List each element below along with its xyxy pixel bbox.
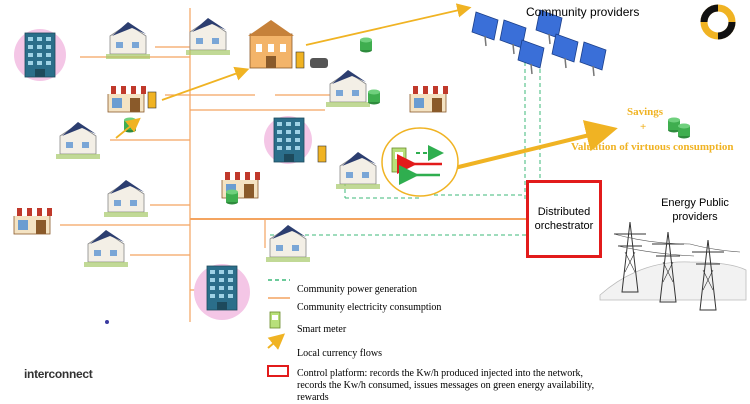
orchestrator-label: Distributed orchestrator xyxy=(534,206,594,232)
apartment-building-3 xyxy=(194,264,250,320)
savings-arrow xyxy=(437,120,618,174)
shop-1 xyxy=(105,85,147,113)
currency-coins-savings-2 xyxy=(678,123,690,139)
town-hall xyxy=(248,20,294,69)
currency-arrows xyxy=(115,3,472,139)
house-4 xyxy=(55,121,101,160)
power-pylons xyxy=(599,221,747,311)
apartment-building-1 xyxy=(14,29,66,81)
ev-charger-1 xyxy=(295,51,328,69)
energy-public-providers-label: Energy Public providers xyxy=(661,197,729,223)
legend-symbols xyxy=(267,279,290,377)
savings-label: Savings xyxy=(627,106,664,118)
bullet-dot xyxy=(105,320,109,324)
ev-charger-3 xyxy=(317,145,327,163)
distributed-orchestrator-box: Distributed orchestrator xyxy=(526,180,602,258)
shop-4 xyxy=(11,207,53,235)
solar-panel-array xyxy=(471,9,607,77)
valuation-label: Valuation of virtuous consumption xyxy=(571,141,734,153)
house-2 xyxy=(185,17,231,56)
legend-currency-flows: Local currency flows xyxy=(297,348,382,359)
brand-logo-text: interconnect xyxy=(24,367,93,381)
legend-generation: Community power generation xyxy=(297,284,417,295)
currency-coins-3 xyxy=(368,89,380,105)
house-8 xyxy=(265,224,311,263)
apartment-building-2 xyxy=(264,116,312,164)
house-6 xyxy=(103,179,149,218)
house-5 xyxy=(335,151,381,190)
legend-smart-meter: Smart meter xyxy=(297,324,347,335)
ev-charger-2 xyxy=(147,91,157,109)
currency-coins-1 xyxy=(360,37,372,53)
plus-label: + xyxy=(640,121,647,133)
smart-meter-flow xyxy=(381,127,459,197)
house-7 xyxy=(83,229,129,268)
currency-coins-4 xyxy=(226,189,238,205)
shop-2 xyxy=(407,85,449,113)
logo-ring-icon xyxy=(700,4,736,40)
house-1 xyxy=(105,21,151,60)
legend-consumption: Community electricity consumption xyxy=(297,302,442,313)
community-providers-label: Community providers xyxy=(526,5,640,19)
house-3 xyxy=(325,69,371,108)
legend-control-platform: Control platform: records the Kw/h produ… xyxy=(297,368,595,403)
